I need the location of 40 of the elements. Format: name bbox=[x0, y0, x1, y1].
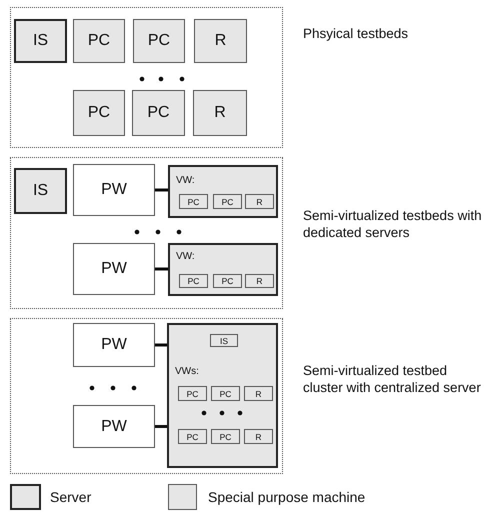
legend-label: Server bbox=[50, 489, 92, 506]
machine-box: R bbox=[193, 90, 247, 136]
virtual-server-box bbox=[168, 165, 278, 218]
machine-box: PC bbox=[73, 90, 125, 136]
machine-box: R bbox=[244, 429, 273, 444]
workstation-box: PW bbox=[73, 243, 155, 295]
workstation-box: PW bbox=[73, 323, 155, 367]
machine-box: IS bbox=[210, 334, 238, 347]
server-box: IS bbox=[14, 168, 67, 214]
machine-box: PC bbox=[211, 429, 240, 444]
box-label: VW: bbox=[176, 175, 195, 187]
machine-box: PC bbox=[213, 194, 242, 209]
machine-box: PC bbox=[179, 274, 208, 288]
connector-line bbox=[155, 425, 167, 428]
machine-box: PC bbox=[213, 274, 242, 288]
virtual-server-box bbox=[167, 323, 278, 468]
connector-line bbox=[155, 188, 168, 192]
machine-box: PC bbox=[73, 19, 125, 63]
panel-heading: Semi-virtualized testbed cluster with centralized server bbox=[303, 362, 482, 396]
server-box: IS bbox=[14, 19, 67, 63]
connector-line bbox=[155, 268, 168, 270]
machine-box: PC bbox=[178, 429, 207, 444]
machine-box: R bbox=[244, 386, 273, 401]
machine-box: PC bbox=[179, 194, 208, 209]
workstation-box: PW bbox=[73, 164, 155, 216]
connector-line bbox=[155, 344, 167, 346]
machine-box: R bbox=[245, 274, 274, 288]
workstation-box: PW bbox=[73, 405, 155, 448]
machine-box: R bbox=[245, 194, 274, 209]
box-label: VW: bbox=[176, 251, 195, 263]
machine-box: PC bbox=[132, 90, 185, 136]
machine-box: R bbox=[194, 19, 247, 63]
panel-heading: Semi-virtualized testbeds with dedicated servers bbox=[303, 207, 483, 241]
machine-box: PC bbox=[133, 19, 185, 63]
legend-label: Special purpose machine bbox=[208, 489, 366, 506]
virtual-server-box bbox=[168, 243, 278, 296]
box-label: VWs: bbox=[175, 366, 199, 378]
panel-heading: Phsyical testbeds bbox=[303, 25, 410, 42]
machine-box: PC bbox=[178, 386, 207, 401]
machine-box: PC bbox=[211, 386, 240, 401]
